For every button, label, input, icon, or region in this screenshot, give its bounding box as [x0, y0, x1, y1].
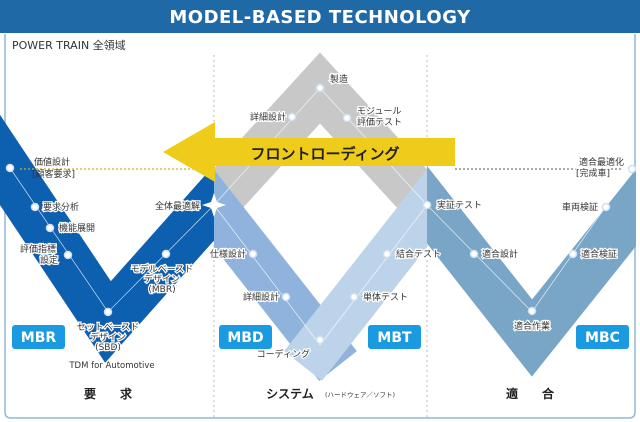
label-gray-detail: 詳細設計 — [250, 111, 286, 123]
label-mbr-design-2: デザイン — [144, 273, 180, 285]
subtitle: POWER TRAIN 全領域 — [12, 38, 126, 52]
label-sbd-3: (SBD) — [95, 343, 121, 353]
label-mbr-design-3: (MBR) — [148, 285, 175, 295]
badge-mbr: MBR — [12, 325, 65, 349]
bottom-label-system-note: (ハードウェア／ソフト) — [325, 391, 395, 399]
label-sbd-2: デザイン — [90, 331, 126, 343]
label-eval-index: 評価指標 — [20, 243, 56, 255]
label-vehicle-verify: 車両検証 — [562, 201, 598, 213]
frame — [4, 34, 636, 419]
label-module-test-2: 評価テスト — [357, 116, 402, 128]
label-func-deploy: 機能展開 — [59, 222, 95, 234]
label-spec: 仕様設計 — [210, 248, 246, 260]
label-verification-test: 実証テスト — [437, 199, 482, 211]
label-sbd: セットベースド — [77, 322, 140, 333]
star-icon — [202, 193, 226, 217]
svg-text:MBC: MBC — [585, 330, 620, 346]
label-value-design: 価値設計 — [34, 156, 70, 168]
bottom-label-requirements: 要 求 — [84, 386, 133, 401]
label-unit-test: 単体テスト — [363, 291, 408, 303]
label-value-design-sub: [顧客要求] — [32, 168, 75, 180]
label-cal-work: 適合作業 — [514, 320, 550, 332]
svg-text:MBT: MBT — [377, 330, 412, 346]
label-integration-test: 結合テスト — [396, 248, 441, 260]
mbr-band — [0, 114, 214, 363]
label-cal-opt-sub: [完成車] — [576, 167, 610, 179]
badge-mbc: MBC — [576, 325, 629, 349]
arrow-label: フロントローディング — [251, 145, 400, 163]
label-cal-verify: 適合検証 — [581, 248, 617, 260]
label-mfg: 製造 — [330, 73, 348, 85]
label-coding: コーディング — [257, 348, 310, 360]
svg-text:MBD: MBD — [227, 330, 263, 346]
svg-text:MBR: MBR — [21, 330, 57, 346]
badge-mbt: MBT — [368, 325, 421, 349]
label-mbr-design: モデルベースド — [131, 263, 194, 275]
header-title: MODEL-BASED TECHNOLOGY — [0, 0, 640, 33]
nodes — [5, 83, 637, 345]
bottom-label-calibration: 適 合 — [506, 386, 555, 401]
label-eval-index-sub: 設定 — [40, 254, 58, 266]
label-mbd-detail: 詳細設計 — [243, 291, 279, 303]
bottom-label-system: システム — [266, 387, 314, 401]
label-cal-opt: 適合最適化 — [579, 156, 624, 168]
front-loading-arrow — [163, 122, 455, 182]
label-optimum: 全体最適解 — [155, 200, 200, 212]
label-req-analysis: 要求分析 — [43, 201, 79, 213]
badge-mbd: MBD — [219, 325, 272, 349]
mbc-band — [427, 165, 636, 377]
tdm-note: TDM for Automotive — [68, 361, 154, 371]
label-cal-design: 適合設計 — [482, 248, 518, 260]
label-module-test: モジュール — [357, 107, 401, 117]
